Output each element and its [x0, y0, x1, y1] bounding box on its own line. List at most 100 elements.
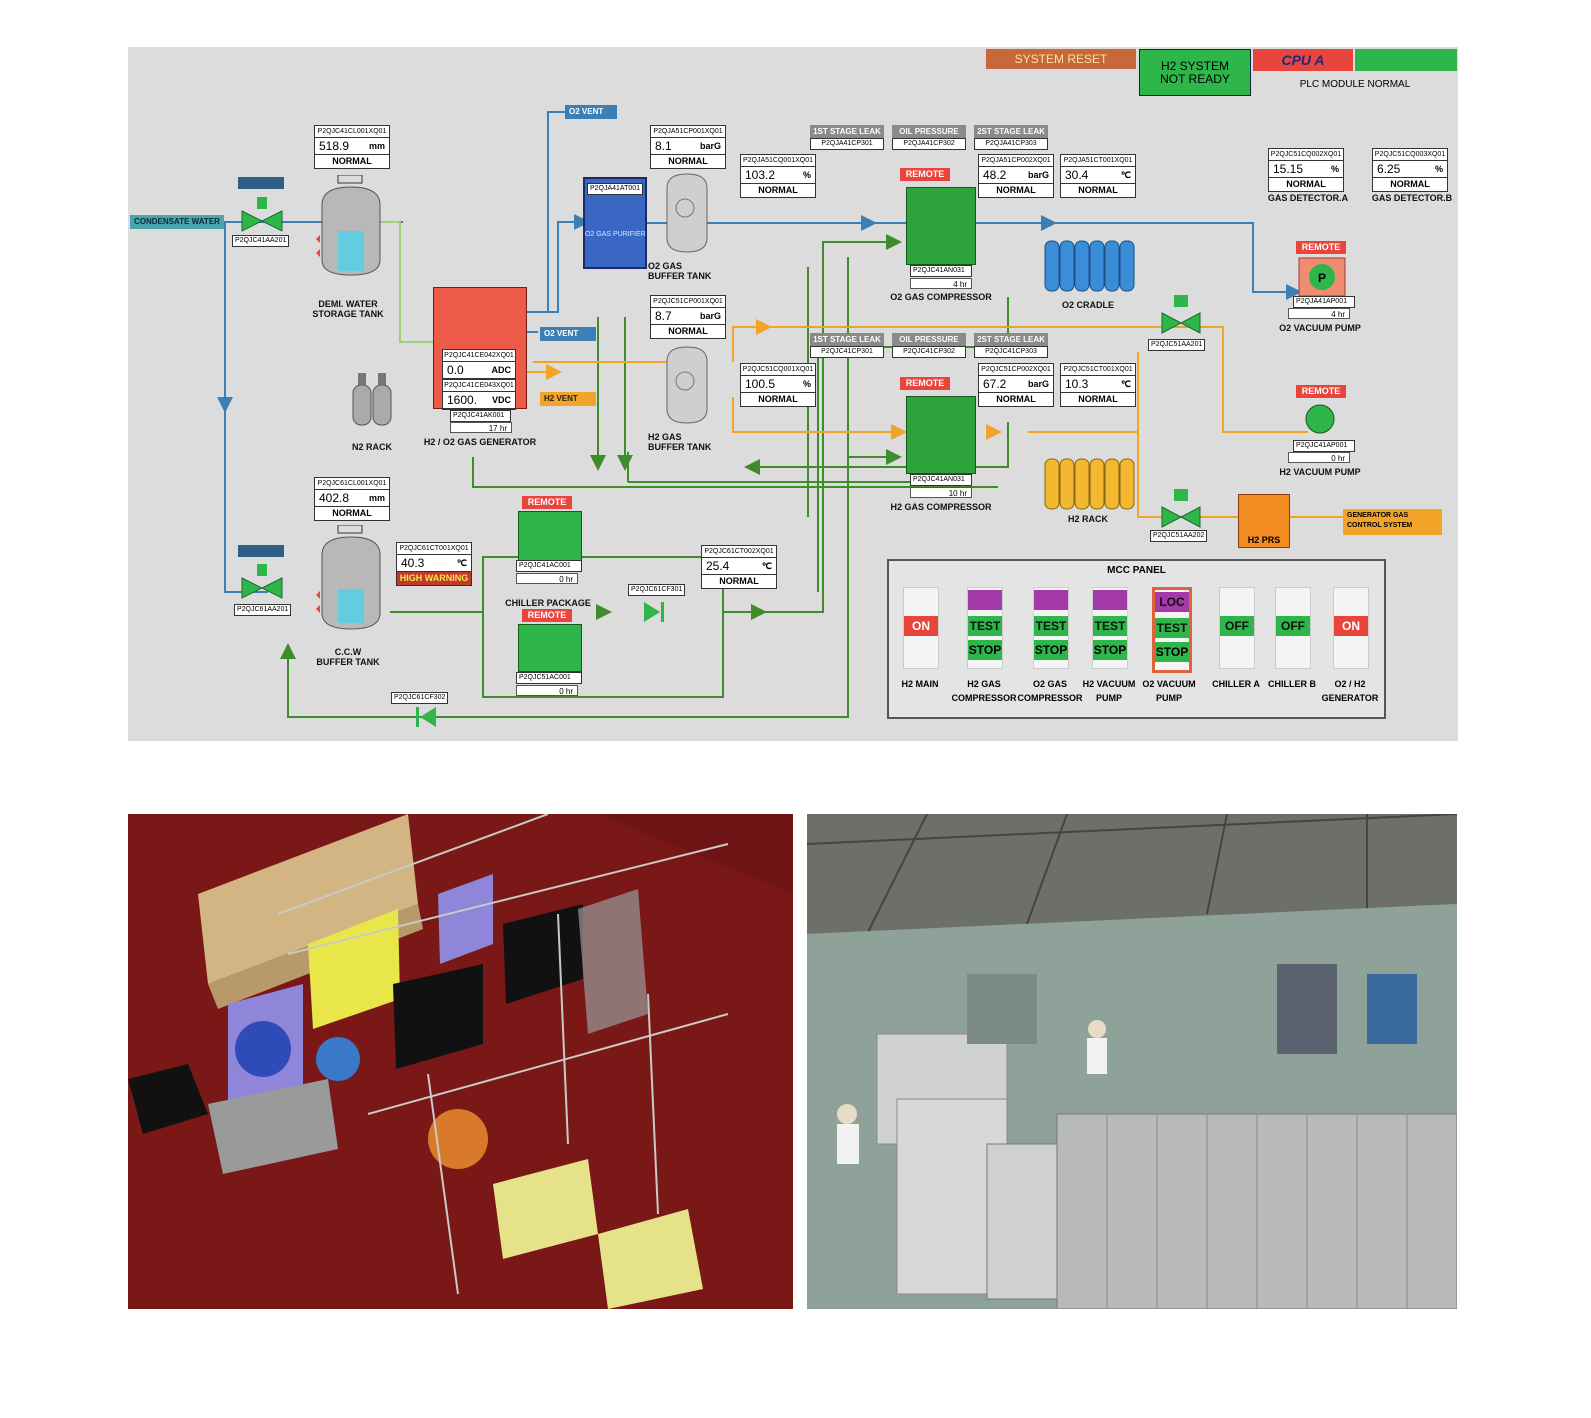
gas-detector-a-box: P2QJC51CQ002XQ01 15.15% NORMAL — [1268, 148, 1344, 192]
svg-text:P: P — [1318, 271, 1326, 285]
valve-icon[interactable] — [1160, 295, 1202, 335]
status: NORMAL — [1286, 179, 1326, 189]
plc-status: PLC MODULE NORMAL — [1299, 78, 1411, 90]
unit: barG — [1027, 170, 1049, 180]
o2-comp-remote-badge[interactable]: REMOTE — [900, 168, 950, 181]
condensate-water-label: CONDENSATE WATER — [130, 215, 224, 229]
mcc-column-label: H2 MAIN — [901, 679, 939, 689]
mcc-state-button[interactable]: OFF — [1220, 616, 1254, 636]
o2-vacuum-pump-icon[interactable]: P — [1298, 257, 1346, 297]
h2-vacuum-pump-icon[interactable] — [1300, 401, 1340, 437]
check-valve-icon[interactable] — [640, 600, 670, 624]
mcc-state-button[interactable]: OFF — [1276, 616, 1310, 636]
pressure-value: 8.7 — [655, 309, 672, 323]
status: NORMAL — [332, 156, 372, 166]
valve-icon[interactable] — [240, 197, 284, 233]
mcc-stop-button[interactable]: STOP — [1034, 640, 1068, 660]
status-warning: HIGH WARNING — [397, 572, 471, 585]
chiller-b-remote-badge[interactable]: REMOTE — [522, 609, 572, 622]
o2-compressor[interactable] — [906, 187, 976, 265]
mcc-state-button[interactable]: ON — [1334, 616, 1368, 636]
valve-icon[interactable] — [240, 564, 284, 600]
h2-compressor[interactable] — [906, 396, 976, 474]
mcc-stop-button[interactable]: STOP — [1155, 642, 1189, 662]
header: 1ST STAGE LEAK — [810, 333, 884, 346]
hours-value: 0 — [559, 687, 564, 696]
mcc-mode-indicator — [1034, 590, 1068, 610]
hours-value: 17 — [488, 424, 498, 433]
h2-vac-remote-badge[interactable]: REMOTE — [1296, 385, 1346, 398]
cpu-indicator[interactable]: CPU A — [1253, 49, 1353, 71]
valve-actuator-demi — [238, 177, 284, 189]
pressure-value: 48.2 — [983, 168, 1007, 182]
chiller-b[interactable] — [518, 624, 582, 672]
chiller-a[interactable] — [518, 511, 582, 561]
mcc-stop-button[interactable]: STOP — [1093, 640, 1127, 660]
h2-comp-label: H2 GAS COMPRESSOR — [890, 502, 992, 512]
mcc-state-button[interactable]: TEST — [1034, 616, 1068, 636]
mcc-column: ON — [903, 587, 939, 669]
mcc-column: TEST STOP — [1092, 587, 1128, 669]
mcc-state-button[interactable]: TEST — [1093, 616, 1127, 636]
unit: ℃ — [456, 558, 467, 568]
unit: barG — [699, 311, 721, 321]
status: NORMAL — [996, 185, 1036, 195]
hr-unit: hr — [959, 280, 967, 289]
mcc-column: OFF — [1219, 587, 1255, 669]
demi-tank-icon — [316, 175, 381, 276]
tag: P2QJC41CP301 — [810, 346, 884, 358]
mcc-state-button[interactable]: ON — [904, 616, 938, 636]
plant-3d-render — [128, 814, 793, 1309]
chiller-out-temp-box: P2QJC61CT002XQ01 25.4℃ NORMAL — [701, 545, 777, 589]
mcc-column-label: CHILLER B — [1268, 679, 1316, 689]
header: 2ST STAGE LEAK — [974, 125, 1048, 138]
h2-comp-remote-badge[interactable]: REMOTE — [900, 377, 950, 390]
unit: % — [802, 170, 811, 180]
ccw-tank-label: C.C.W BUFFER TANK — [316, 647, 380, 667]
valve-c61cf302-tag: P2QJC61CF302 — [391, 692, 449, 704]
tag: P2QJA41CP302 — [892, 138, 966, 150]
mcc-state-button[interactable]: TEST — [1155, 618, 1189, 638]
status: NORMAL — [668, 326, 708, 336]
h2-prs[interactable]: H2 PRS — [1238, 494, 1290, 548]
check-valve-icon[interactable] — [410, 705, 440, 729]
o2-vac-tag: P2QJA41AP001 — [1293, 296, 1355, 308]
gas-value: 6.25 — [1377, 162, 1401, 176]
mcc-stop-button[interactable]: STOP — [968, 640, 1002, 660]
o2-temp-box: P2QJA51CT001XQ01 30.4℃ NORMAL — [1060, 154, 1136, 198]
system-reset-button[interactable]: SYSTEM RESET — [986, 49, 1136, 69]
o2-gas-purifier[interactable]: P2QJA41AT001 O2 GAS PURIFIER — [583, 177, 647, 269]
temp-value: 30.4 — [1065, 168, 1089, 182]
mcc-state-button[interactable]: TEST — [968, 616, 1002, 636]
chiller-a-remote-badge[interactable]: REMOTE — [522, 496, 572, 509]
mcc-column-label: H2 GAS COMPRESSOR — [951, 679, 1017, 703]
o2-buffer-tank-icon — [666, 173, 708, 253]
valve-c51aa202-tag: P2QJC51AA202 — [1150, 530, 1208, 542]
cpu-b-indicator — [1355, 49, 1457, 71]
hr-unit: hr — [1337, 454, 1345, 463]
valve-actuator-ccw — [238, 545, 284, 557]
h2-prs-label: H2 PRS — [1247, 535, 1281, 545]
tag: P2QJA41CP301 — [810, 138, 884, 150]
valve-icon[interactable] — [1160, 489, 1202, 529]
status: NORMAL — [1078, 394, 1118, 404]
tag-id: P2QJA51CP002XQ01 — [979, 155, 1053, 167]
tag-id: P2QJC41CE043XQ01 — [443, 380, 515, 392]
hours-value: 4 — [953, 280, 958, 289]
generator-voltage-box: P2QJC41CE043XQ01 1600.VDC — [442, 379, 516, 410]
chiller-a-hours: 0 hr — [516, 573, 578, 584]
pressure-value: 8.1 — [655, 139, 672, 153]
o2-vac-hours: 4 hr — [1288, 308, 1350, 319]
mcc-column: ON — [1333, 587, 1369, 669]
gas-detector-a-label: GAS DETECTOR.A — [1267, 193, 1349, 203]
chiller-a-tag: P2QJC41AC001 — [516, 560, 582, 572]
o2-buffer-label: O2 GAS BUFFER TANK — [648, 261, 712, 281]
mcc-loc-indicator[interactable]: LOC — [1155, 592, 1189, 612]
o2-vac-remote-badge[interactable]: REMOTE — [1296, 241, 1346, 254]
generator-gas-control: GENERATOR GAS CONTROL SYSTEM — [1343, 509, 1442, 535]
mcc-column-label: O2 GAS COMPRESSOR — [1017, 679, 1083, 703]
n2-rack-icon — [352, 373, 392, 426]
